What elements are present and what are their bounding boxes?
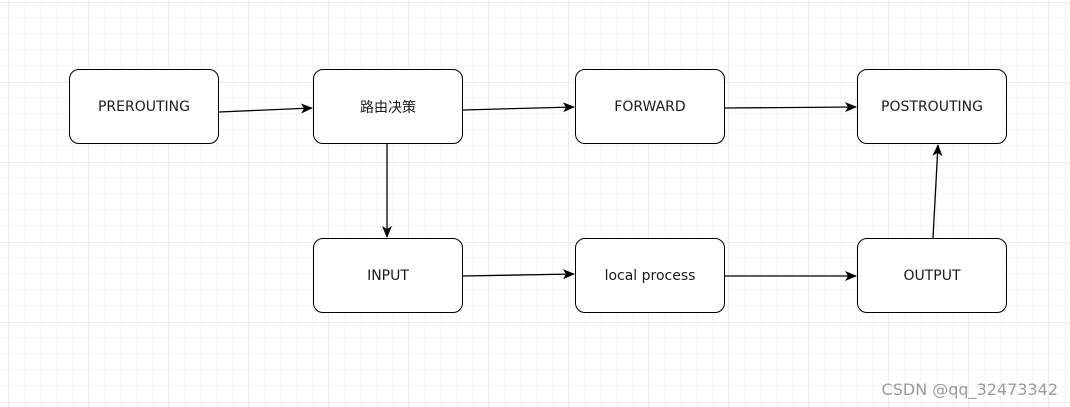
node-output[interactable]: OUTPUT [857,238,1007,313]
node-forward[interactable]: FORWARD [575,69,725,144]
node-label: OUTPUT [903,267,961,284]
node-label: FORWARD [614,98,686,115]
node-label: 路由决策 [360,99,416,116]
arrow-input-to-local-process [462,269,575,280]
node-input[interactable]: INPUT [313,238,463,313]
node-label: local process [604,267,696,284]
arrow-output-to-postrouting [932,144,943,239]
watermark: CSDN @qq_32473342 [881,380,1058,399]
node-prerouting[interactable]: PREROUTING [69,69,219,144]
node-postrouting[interactable]: POSTROUTING [857,69,1007,144]
arrow-routing-decision-to-forward [462,102,575,113]
node-label: INPUT [367,267,409,284]
node-local-process[interactable]: local process [575,238,725,313]
node-routing-decision[interactable]: 路由决策 [313,69,463,144]
arrow-forward-to-postrouting [724,102,857,113]
node-label: POSTROUTING [881,98,983,115]
arrow-prerouting-to-routing-decision [218,103,313,114]
node-label: PREROUTING [97,98,190,115]
